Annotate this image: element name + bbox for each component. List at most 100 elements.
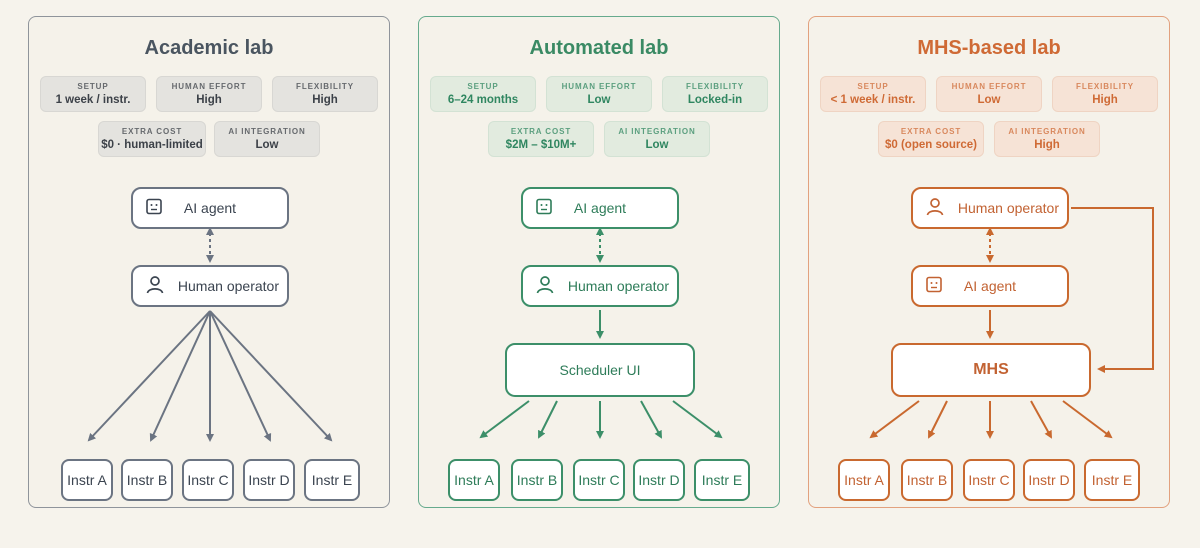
instrument-label: Instr E bbox=[311, 472, 353, 488]
fan-link-a bbox=[479, 400, 530, 439]
instrument-d: Instr D bbox=[1023, 459, 1075, 501]
metric-human-effort: HUMAN EFFORT High bbox=[156, 76, 262, 112]
node-label: Scheduler UI bbox=[559, 362, 641, 378]
operator-to-mhs-bypass-link bbox=[1071, 207, 1154, 373]
metric-value: Low bbox=[977, 94, 1001, 106]
metric-value: High bbox=[312, 94, 338, 106]
ai-agent-node: AI agent bbox=[521, 187, 679, 229]
metric-label: AI INTEGRATION bbox=[618, 127, 696, 136]
metric-setup: SETUP 1 week / instr. bbox=[40, 76, 146, 112]
node-label: AI agent bbox=[963, 278, 1017, 294]
metric-label: SETUP bbox=[857, 82, 889, 91]
metric-label: HUMAN EFFORT bbox=[951, 82, 1027, 91]
instrument-e: Instr E bbox=[1084, 459, 1140, 501]
mhs-lab-panel: MHS-based lab SETUP < 1 week / instr. HU… bbox=[808, 16, 1170, 508]
instrument-label: Instr C bbox=[187, 472, 229, 488]
node-label: Human operator bbox=[177, 278, 279, 294]
node-label: Human operator bbox=[957, 200, 1059, 216]
metric-extra-cost: EXTRA COST $0 · human-limited bbox=[98, 121, 206, 157]
panel-title: MHS-based lab bbox=[917, 37, 1061, 59]
robot-icon bbox=[925, 276, 943, 297]
instrument-c: Instr C bbox=[963, 459, 1015, 501]
metric-extra-cost: EXTRA COST $0 (open source) bbox=[878, 121, 984, 157]
fan-link-b bbox=[928, 400, 948, 439]
instrument-a: Instr A bbox=[61, 459, 113, 501]
metric-value: 1 week / instr. bbox=[55, 94, 131, 106]
metric-value: High bbox=[1092, 94, 1118, 106]
instrument-label: Instr B bbox=[906, 472, 948, 488]
instrument-label: Instr D bbox=[1028, 472, 1070, 488]
metric-value: $2M – $10M+ bbox=[505, 139, 577, 151]
fan-link-e bbox=[209, 310, 333, 442]
node-label: AI agent bbox=[183, 200, 237, 216]
node-label: MHS bbox=[973, 361, 1009, 378]
metric-label: HUMAN EFFORT bbox=[561, 82, 637, 91]
connector-arrows bbox=[479, 227, 723, 439]
fan-link-e bbox=[1062, 400, 1113, 439]
fan-link-a bbox=[87, 310, 211, 442]
metric-value: Locked-in bbox=[687, 94, 743, 106]
metric-value: 6–24 months bbox=[447, 94, 519, 106]
robot-icon bbox=[535, 198, 553, 219]
ai-agent-node: AI agent bbox=[911, 265, 1069, 307]
connector-arrows bbox=[869, 207, 1154, 439]
fan-link-d bbox=[1030, 400, 1052, 439]
instrument-label: Instr E bbox=[701, 472, 743, 488]
metric-label: AI INTEGRATION bbox=[228, 127, 306, 136]
instrument-label: Instr B bbox=[516, 472, 558, 488]
instrument-label: Instr D bbox=[248, 472, 290, 488]
instrument-label: Instr C bbox=[578, 472, 620, 488]
metric-label: AI INTEGRATION bbox=[1008, 127, 1086, 136]
instrument-e: Instr E bbox=[304, 459, 360, 501]
metric-extra-cost: EXTRA COST $2M – $10M+ bbox=[488, 121, 594, 157]
human-operator-node: Human operator bbox=[521, 265, 679, 307]
metric-flexibility: FLEXIBILITY High bbox=[1052, 76, 1158, 112]
metric-flexibility: FLEXIBILITY Locked-in bbox=[662, 76, 768, 112]
metric-value: Low bbox=[587, 94, 611, 106]
metric-ai-integration: AI INTEGRATION Low bbox=[214, 121, 320, 157]
ai-agent-node: AI agent bbox=[131, 187, 289, 229]
panel-title: Academic lab bbox=[144, 37, 274, 59]
human-operator-node: Human operator bbox=[911, 187, 1069, 229]
node-label: AI agent bbox=[573, 200, 627, 216]
instrument-label: Instr A bbox=[844, 472, 884, 488]
instrument-b: Instr B bbox=[901, 459, 953, 501]
instrument-b: Instr B bbox=[511, 459, 563, 501]
metric-value: High bbox=[1034, 139, 1060, 151]
person-icon bbox=[925, 197, 945, 220]
instrument-label: Instr A bbox=[454, 472, 494, 488]
instrument-c: Instr C bbox=[182, 459, 234, 501]
person-icon bbox=[145, 275, 165, 298]
instrument-b: Instr B bbox=[121, 459, 173, 501]
metric-label: EXTRA COST bbox=[510, 127, 572, 136]
metric-label: EXTRA COST bbox=[900, 127, 962, 136]
metric-value: High bbox=[196, 94, 222, 106]
metric-label: SETUP bbox=[77, 82, 109, 91]
panel-title: Automated lab bbox=[529, 37, 669, 59]
instrument-label: Instr A bbox=[67, 472, 107, 488]
scheduler-ui-node: Scheduler UI bbox=[505, 343, 695, 397]
fan-link-e bbox=[672, 400, 723, 439]
metric-ai-integration: AI INTEGRATION Low bbox=[604, 121, 710, 157]
metric-label: FLEXIBILITY bbox=[686, 82, 744, 91]
academic-lab-panel: Academic lab SETUP 1 week / instr. HUMAN… bbox=[28, 16, 390, 508]
instrument-label: Instr D bbox=[638, 472, 680, 488]
metric-setup: SETUP < 1 week / instr. bbox=[820, 76, 926, 112]
fan-link-d bbox=[640, 400, 662, 439]
instrument-label: Instr C bbox=[968, 472, 1010, 488]
fan-link-b bbox=[149, 310, 211, 442]
metric-setup: SETUP 6–24 months bbox=[430, 76, 536, 112]
node-label: Human operator bbox=[567, 278, 669, 294]
metric-flexibility: FLEXIBILITY High bbox=[272, 76, 378, 112]
metric-value: < 1 week / instr. bbox=[830, 94, 916, 106]
metric-label: FLEXIBILITY bbox=[1076, 82, 1134, 91]
metric-ai-integration: AI INTEGRATION High bbox=[994, 121, 1100, 157]
instrument-a: Instr A bbox=[838, 459, 890, 501]
instrument-label: Instr B bbox=[126, 472, 168, 488]
metric-label: FLEXIBILITY bbox=[296, 82, 354, 91]
instrument-e: Instr E bbox=[694, 459, 750, 501]
person-icon bbox=[535, 275, 555, 298]
human-operator-node: Human operator bbox=[131, 265, 289, 307]
automated-lab-panel: Automated lab SETUP 6–24 months HUMAN EF… bbox=[418, 16, 780, 508]
metric-label: SETUP bbox=[467, 82, 499, 91]
